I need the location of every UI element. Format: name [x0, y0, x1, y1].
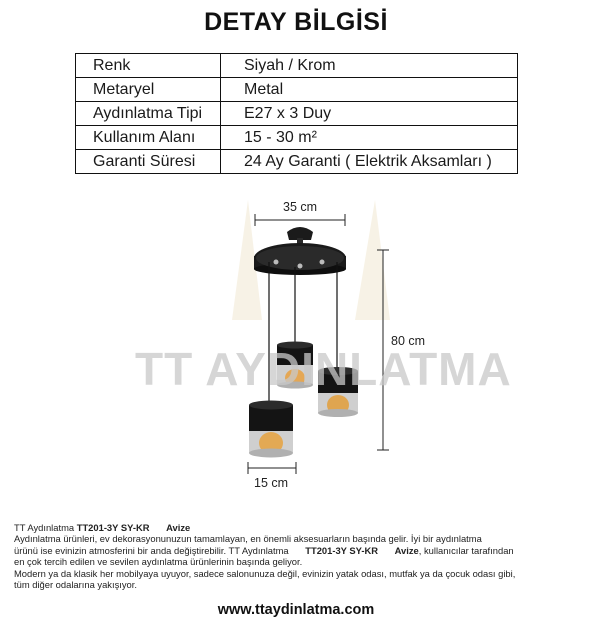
spec-key: Garanti Süresi	[75, 149, 221, 174]
dimension-label-height: 80 cm	[391, 334, 426, 348]
spec-table: Renk Siyah / Krom Metaryel Metal Aydınla…	[75, 53, 518, 174]
spec-value: 24 Ay Garanti ( Elektrik Aksamları )	[220, 149, 518, 174]
product-code: TT201-3Y SY-KR	[305, 544, 379, 556]
description-line: Aydınlatma ürünleri, ev dekorasyonunuzun…	[14, 533, 482, 545]
spec-key: Aydınlatma Tipi	[75, 101, 221, 126]
description-line: ürünü ise evinizin atmosferini bir anda …	[14, 545, 582, 556]
pendant-shade	[318, 367, 358, 417]
pendant-shade	[277, 341, 313, 389]
spec-key: Kullanım Alanı	[75, 125, 221, 150]
width-top-dimension-line	[254, 214, 346, 226]
description-line: en çok tercih edilen ve sevilen aydınlat…	[14, 556, 303, 568]
product-code: TT201-3Y SY-KR	[76, 522, 150, 533]
product-description: TT Aydınlatma TT201-3Y SY-KR Avize Aydın…	[14, 522, 582, 590]
watermark-logo: TT AYDINLATMA	[135, 343, 512, 395]
product-category: Avize	[394, 544, 419, 556]
dimension-label-width: 35 cm	[283, 200, 318, 214]
spec-key: Metaryel	[75, 77, 221, 102]
description-line: Modern ya da klasik her mobilyaya uyuyor…	[14, 567, 516, 579]
page-title: DETAY BİLGİSİ	[204, 8, 388, 36]
spec-value: E27 x 3 Duy	[220, 101, 518, 126]
spec-key: Renk	[75, 53, 221, 78]
table-row: Kullanım Alanı 15 - 30 m²	[75, 125, 518, 150]
pendant-shade	[249, 400, 293, 458]
description-text: ürünü ise evinizin atmosferini bir anda …	[14, 544, 289, 556]
dimension-label-shade: 15 cm	[254, 476, 289, 490]
description-line: tüm diğer odalarına yakışıyor.	[14, 579, 137, 591]
description-header: TT Aydınlatma TT201-3Y SY-KR Avize	[14, 522, 582, 533]
width-shade-dimension-line	[247, 462, 297, 474]
description-text: , kullanıcılar tarafından	[418, 544, 514, 556]
product-category: Avize	[166, 522, 191, 533]
table-row: Aydınlatma Tipi E27 x 3 Duy	[75, 101, 518, 126]
table-row: Renk Siyah / Krom	[75, 53, 518, 78]
website-link[interactable]: www.ttaydinlatma.com	[217, 602, 375, 618]
height-dimension-line	[377, 249, 389, 451]
light-beam	[355, 200, 390, 320]
brand-name: TT Aydınlatma	[14, 522, 75, 533]
ceiling-canopy	[254, 227, 346, 275]
table-row: Garanti Süresi 24 Ay Garanti ( Elektrik …	[75, 149, 518, 174]
light-beam	[232, 200, 262, 320]
